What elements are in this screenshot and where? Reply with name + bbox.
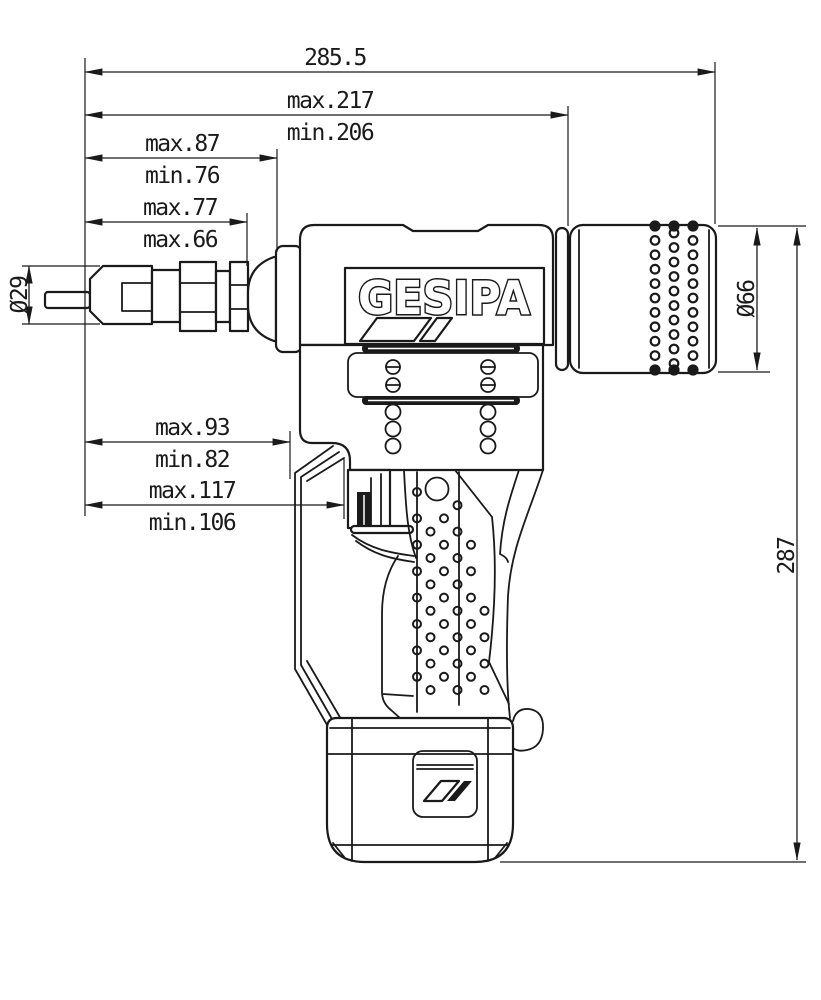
dim-overall-length-label: 285.5: [304, 45, 366, 71]
nose-ring-4: [228, 260, 250, 333]
battery-logo-parallelogram: [422, 779, 461, 803]
dim-87-max-label: max.87: [145, 131, 220, 157]
dimension-labels: 285.5 max.217 min.206 max.87 min.76 max.…: [7, 45, 800, 575]
dim-217-min-label: min.206: [287, 120, 374, 146]
main-body: GESIPA: [298, 220, 718, 472]
body-band: [298, 343, 545, 472]
dim-217-max-label: max.217: [287, 88, 374, 114]
dim-dia66-label: Ø66: [734, 280, 760, 318]
grip-texture-dots: [412, 487, 490, 695]
nose-mandrel: [43, 290, 92, 310]
dim-117-min-label: min.106: [149, 510, 236, 536]
battery-release-button: [412, 750, 478, 818]
end-cap: [568, 223, 718, 375]
tool-outline: GESIPA: [43, 220, 806, 864]
logo-parallelogram-small: [418, 316, 454, 343]
battery-outline: [325, 716, 515, 864]
dim-77-max-label: max.77: [143, 195, 218, 221]
dim-77-line2-label: max.66: [143, 227, 218, 253]
nose-chuck: [88, 264, 154, 326]
nose-ring-1: [150, 268, 182, 324]
dim-93-min-label: min.82: [155, 447, 229, 473]
trigger-guard-bar: [349, 524, 415, 535]
nose-flange: [274, 244, 304, 354]
dim-87-min-label: min.76: [145, 163, 220, 189]
nose-assembly: [43, 244, 304, 354]
dim-93-max-label: max.93: [155, 415, 230, 441]
battery-latch: [512, 708, 544, 752]
grip-back-edge: [506, 469, 544, 719]
grip-front-edge: [381, 555, 401, 719]
dim-overall-height-label: 287: [774, 537, 800, 575]
hanging-hook: [294, 445, 349, 745]
grip: [381, 469, 544, 719]
battery-logo-slash: [447, 781, 472, 801]
logo-parallelogram-large: [358, 316, 433, 343]
nose-ring-3: [214, 269, 232, 324]
screws: [385, 359, 496, 393]
body-spacer-ring: [554, 226, 570, 372]
battery-pack: [325, 708, 544, 864]
dimension-lines: [25, 68, 801, 861]
trigger-assembly: [346, 468, 415, 563]
nose-ring-2: [178, 260, 218, 333]
dim-117-max-label: max.117: [149, 478, 236, 504]
body-rivets: [384, 403, 497, 455]
knurl-dots: [649, 220, 699, 376]
dim-dia29-label: Ø29: [7, 276, 33, 314]
grip-button: [424, 476, 450, 502]
nose-bell: [246, 255, 278, 343]
